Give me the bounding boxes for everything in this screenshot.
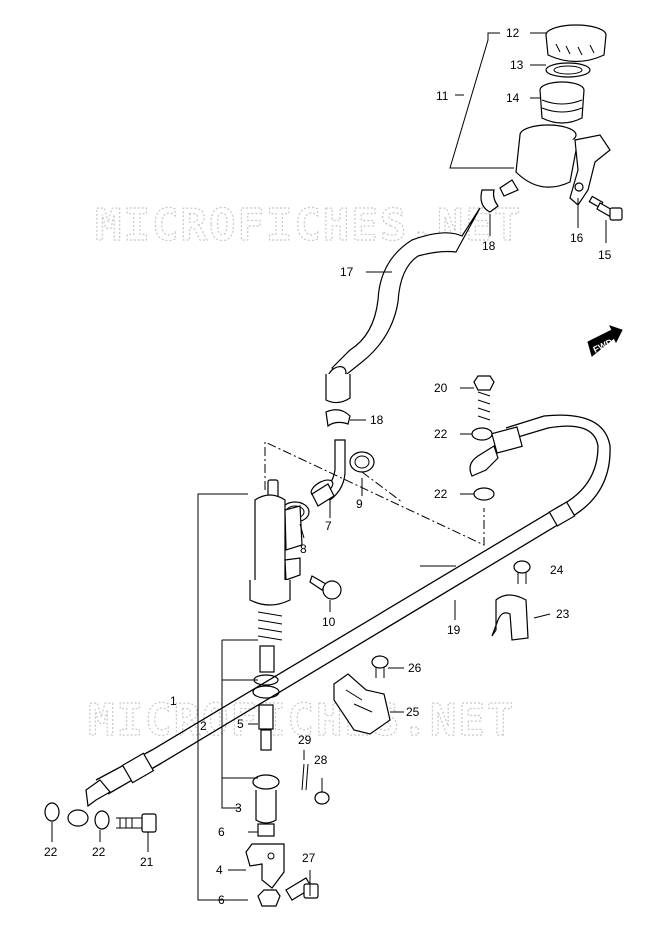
bracket-11: [449, 32, 514, 169]
bolt-15: [588, 195, 623, 221]
nut-6-upper: [257, 823, 275, 837]
fwd-direction-badge: FWD: [587, 325, 623, 357]
snap-ring-3: [252, 774, 280, 824]
gasket-22-left: [44, 802, 60, 822]
callout-22b: 22: [434, 487, 448, 501]
reservoir-cap: [545, 24, 607, 63]
callout-6b: 6: [218, 893, 225, 907]
reservoir-tank: [499, 124, 611, 206]
hose-clamp-25: [333, 673, 391, 735]
clevis-4: [245, 843, 285, 889]
callout-22a: 22: [434, 427, 448, 441]
nut-6-lower: [257, 889, 281, 907]
assembly-dash-line: [264, 441, 485, 546]
o-ring-9: [349, 451, 375, 473]
cap-plate: [545, 62, 591, 78]
pin-27: [285, 877, 319, 901]
cotter-pin-29: [301, 763, 309, 791]
watermark-bottom: MICROFICHES.NET: [88, 695, 515, 746]
callout-17: 17: [340, 265, 354, 279]
callout-13: 13: [510, 58, 524, 72]
callout-14: 14: [506, 91, 520, 105]
callout-22c: 22: [44, 845, 58, 859]
callout-labels: 1 2 3 4 5 6 6 7 8 9 10 11 12 13 14 15 16…: [44, 26, 612, 907]
gasket-22-right: [94, 810, 110, 830]
callout-6a: 6: [218, 825, 225, 839]
callout-28: 28: [314, 753, 328, 767]
brake-hose: [67, 414, 611, 827]
gasket-22-top: [471, 427, 493, 441]
callout-12: 12: [506, 26, 520, 40]
callout-11: 11: [436, 89, 449, 103]
screw-24: [513, 560, 531, 584]
callout-22d: 22: [92, 845, 106, 859]
banjo-bolt-20: [473, 375, 495, 421]
hose-guide-23: [491, 594, 529, 641]
washer-28: [314, 791, 330, 805]
callout-16: 16: [570, 231, 584, 245]
callout-2: 2: [200, 719, 207, 733]
callout-10: 10: [322, 615, 336, 629]
callout-26: 26: [408, 661, 422, 675]
callout-1: 1: [170, 694, 177, 708]
callout-21: 21: [140, 855, 154, 869]
callout-5: 5: [237, 717, 244, 731]
hose-clip-18-top: [480, 189, 499, 213]
callout-23: 23: [556, 607, 570, 621]
connector-7: [310, 479, 335, 507]
diaphragm: [539, 81, 585, 124]
reservoir-hose: [325, 207, 481, 404]
hose-clip-18-mid: [325, 409, 351, 428]
callout-24: 24: [550, 563, 564, 577]
callout-4: 4: [216, 863, 223, 877]
callout-20: 20: [434, 381, 448, 395]
callout-15: 15: [598, 248, 612, 262]
callout-27: 27: [302, 851, 316, 865]
master-cylinder-body: [249, 479, 303, 606]
callout-29: 29: [298, 733, 312, 747]
callout-9: 9: [356, 497, 363, 511]
gasket-22-mid: [473, 487, 495, 501]
callout-19: 19: [447, 623, 461, 637]
callout-7: 7: [325, 519, 332, 533]
screw-26: [371, 655, 389, 678]
bracket-2: [221, 639, 258, 809]
bolt-10: [309, 575, 342, 600]
banjo-bolt-21: [116, 813, 157, 833]
callout-18a: 18: [482, 239, 496, 253]
callout-8: 8: [300, 542, 307, 556]
callout-18b: 18: [370, 413, 384, 427]
callout-3: 3: [235, 801, 242, 815]
callout-25: 25: [406, 705, 420, 719]
